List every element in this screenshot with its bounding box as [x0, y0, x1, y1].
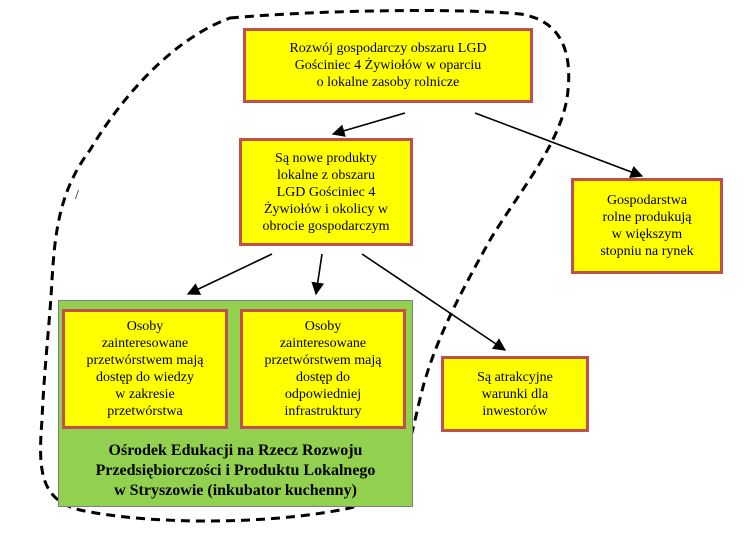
incubator-caption: Ośrodek Edukacji na Rzecz Rozwoju Przeds…	[95, 442, 376, 499]
arrow-goal-to-products	[331, 112, 406, 137]
investors-box: Są atrakcyjne warunki dla inwestorów	[441, 356, 589, 432]
new-products-box: Są nowe produkty lokalne z obszaru LGD G…	[239, 138, 413, 246]
arrow-products-to-investors	[361, 253, 507, 351]
goal-box: Rozwój gospodarczy obszaru LGD Gościniec…	[243, 28, 533, 103]
knowledge-access-box: Osoby zainteresowane przetwórstwem mają …	[62, 309, 228, 429]
dashed-boundary	[39, 9, 571, 523]
arrow-products-to-knowledge	[186, 253, 273, 295]
farms-box: Gospodarstwa rolne produkują w większym …	[571, 178, 723, 274]
arrow-goal-to-farms	[474, 112, 644, 178]
stray-mark: /	[75, 188, 79, 203]
infrastructure-access-box: Osoby zainteresowane przetwórstwem mają …	[240, 309, 406, 429]
arrow-products-to-infra	[311, 253, 325, 296]
